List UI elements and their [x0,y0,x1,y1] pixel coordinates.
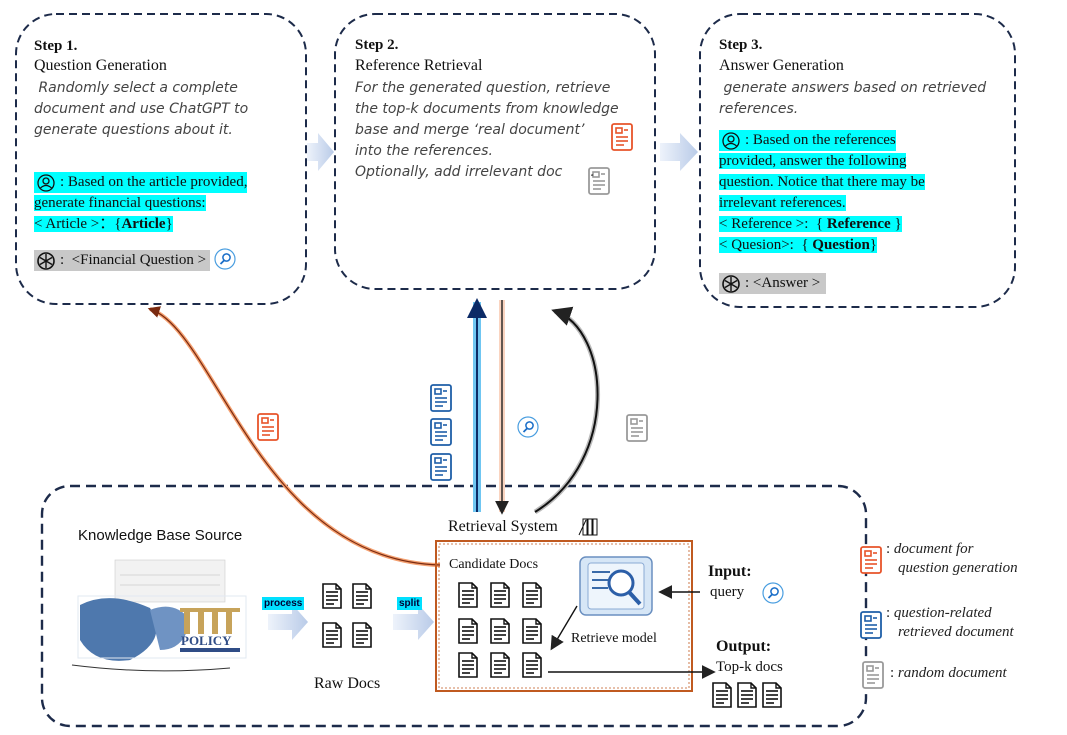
prompt-line: : Based on the references [745,132,896,148]
retrieval-system-label: Retrieval System [448,518,558,535]
q-suffix: } [869,237,877,253]
legend-text: random document [897,665,1007,681]
question-token: Question [812,237,870,253]
knowledge-source-image [71,559,247,672]
answer-label: : <Answer > [745,275,821,291]
article-prefix: < Article >：{ [34,216,122,232]
step1-title: Step 1. [34,38,78,54]
legend-gray-doc-icon [862,661,884,689]
step1-to-step2-arrow [307,133,334,171]
financial-question-label: : <Financial Question > [60,251,207,268]
blue-doc-icon [430,418,452,446]
step3-box [699,13,1016,308]
split-tag: split [397,597,422,610]
retrieve-model-label: Retrieve model [571,631,657,646]
desc-end: . [590,164,595,180]
desc-line: generate questions about it. [34,122,233,138]
gray-doc-icon [626,414,648,442]
step2-title: Step 2. [355,37,399,53]
desc-line: Randomly select a complete [34,80,238,96]
legend-text: document for [893,541,974,557]
query-search-icon [762,582,784,604]
step2-to-step3-arrow [660,133,698,171]
knowledge-base-box [40,484,868,728]
step1-description: Randomly select a complete document and … [34,78,299,141]
step2-description: For the generated question, retrieve the… [355,78,645,183]
desc-line: Optionally, add irrelevant doc [355,164,563,180]
top-k-docs [712,682,782,708]
legend-text: question-related [893,605,992,621]
step3-description: generate answers based on retrieved refe… [719,78,1009,120]
legend-item-random: : random document [890,665,1007,681]
desc-line: document and use ChatGPT to [34,101,249,117]
legend-text: question generation [898,560,1018,576]
desc-line: the top-k documents from knowledge [355,101,619,117]
orange-doc-icon [257,413,279,441]
step2-subtitle: Reference Retrieval [355,57,483,74]
policy-label: POLICY [181,633,232,648]
step3-title: Step 3. [719,37,763,53]
process-tag: process [262,597,305,610]
legend-orange-doc-icon [860,546,882,574]
desc-line: base and merge ‘real document’ [355,122,585,138]
step1-prompt: : Based on the article provided, generat… [34,172,248,235]
chatgpt-icon [37,251,55,270]
output-topk: Top-k docs [716,659,783,675]
ref-suffix: } [890,216,902,232]
candidate-docs-frame [435,540,693,692]
input-query: query [710,584,745,600]
books-icon [578,518,598,536]
raw-docs-grid [322,583,372,648]
raw-docs-label: Raw Docs [314,675,381,692]
blue-doc-icon [430,453,452,481]
search-icon [517,416,539,438]
step2-box [334,13,656,290]
prompt-line: question. Notice that there may be [719,174,925,190]
reference-token: Reference [826,216,891,232]
article-suffix: } [165,216,173,232]
desc-line: For the generated question, retrieve [355,80,611,96]
retrieve-model-icon [579,556,653,616]
prompt-line: irrelevant references. [719,195,846,211]
user-icon [37,174,55,192]
chatgpt-icon [722,275,740,293]
prompt-line: : Based on the article provided, [60,174,248,190]
legend-text: retrieved document [898,624,1014,640]
legend-blue-doc-icon [860,611,882,639]
legend-item-question-gen: : document for question generation [886,541,1018,576]
legend-item-retrieved: : question-related retrieved document [886,605,1014,640]
step3-subtitle: Answer Generation [719,57,844,74]
kb-title: Knowledge Base Source [78,527,243,544]
random-doc-curve [533,308,601,515]
prompt-line: provided, answer the following [719,153,907,169]
step1-subtitle: Question Generation [34,57,167,74]
desc-line: into the references. [355,143,493,159]
step1-box [15,13,307,305]
blue-doc-icon [430,384,452,412]
step3-output: : <Answer > [719,273,827,294]
desc-line: references. [719,101,799,117]
split-arrow [393,604,434,640]
desc-line: generate answers based on retrieved [719,80,987,96]
search-icon [214,248,236,270]
step3-prompt: : Based on the references provided, answ… [719,130,925,256]
ref-prefix: < Reference >: { [719,216,827,232]
prompt-line: generate financial questions: [34,195,206,211]
input-label: Input: [708,563,752,580]
process-arrow [268,604,308,640]
article-token: Article [121,216,166,232]
user-icon [722,132,740,150]
output-label: Output: [716,638,772,655]
candidate-docs-label: Candidate Docs [449,557,539,572]
step1-output: : <Financial Question > [34,248,238,272]
q-prefix: < Quesion>: { [719,237,813,253]
candidate-doc-grid [458,582,542,678]
